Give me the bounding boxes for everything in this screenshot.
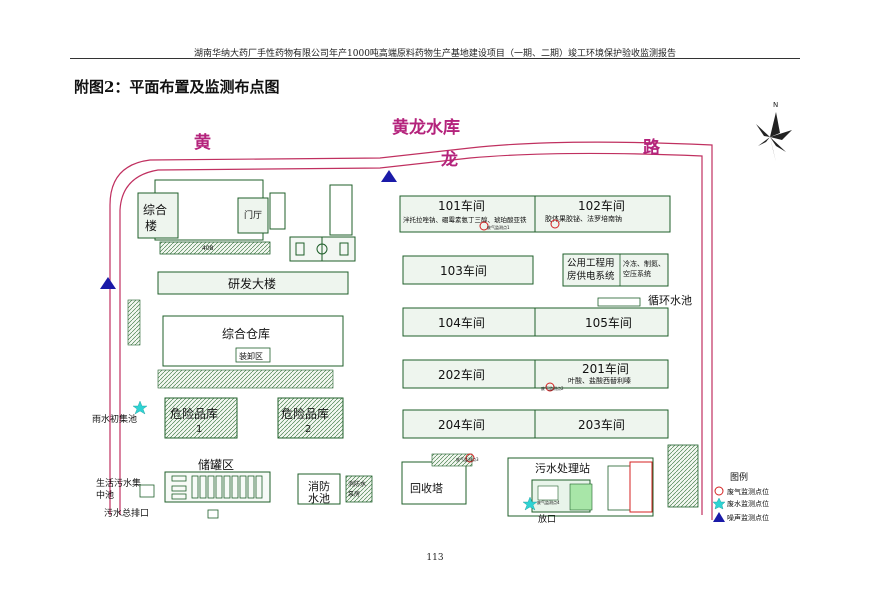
east-structure <box>667 444 699 508</box>
gas-point-201 <box>545 382 555 392</box>
fire-pool: 消防 水池 消防水 泵房 <box>297 473 373 505</box>
label-ws203: 203车间 <box>578 417 625 432</box>
legend-title: 图例 <box>730 471 748 483</box>
label-cangku: 综合仓库 <box>222 326 270 341</box>
workshop-row-104-105: 104车间 105车间 <box>402 307 669 337</box>
entry-structures <box>269 184 356 262</box>
legend-gas-icon <box>714 486 724 496</box>
label-wei-1: 危险品库 <box>170 406 218 421</box>
label-ws201-sub: 叶酸、盐酸西替利嗪 <box>568 376 631 385</box>
legend-water-icon <box>712 497 726 510</box>
site-boundary <box>109 141 713 520</box>
building-wei-1: 危险品库 1 <box>164 397 238 439</box>
workshop-103: 103车间 <box>402 255 534 285</box>
reservoir-label: 黄龙水库 <box>392 117 460 138</box>
label-wushui-paikou: 污水总排口 <box>104 507 149 519</box>
legend-water: 废水监测点位 <box>727 499 769 508</box>
figure-title: 附图2：平面布置及监测布点图 <box>74 78 280 96</box>
label-gongyong-1: 公用工程用 <box>567 258 615 269</box>
recovery-tower: 回收塔 <box>401 453 473 505</box>
header-text: 湖南华纳大药厂手性药物有限公司年产1000吨高端原料药物生产基地建设项目（一期、… <box>194 49 676 59</box>
building-gongyong: 公用工程用 房供电系统 冷冻、制氮、 空压系统 <box>562 253 669 287</box>
label-shenghuo-1: 生活污水集 <box>96 477 141 489</box>
page-header: 湖南华纳大药厂手性药物有限公司年产1000吨高端原料药物生产基地建设项目（一期、… <box>0 46 870 59</box>
label-ws102-sub: 胶体果胶铋、法罗培南钠 <box>545 214 622 223</box>
tank-area: 储罐区 <box>164 457 271 503</box>
label-shenghuo-2: 中池 <box>96 489 114 501</box>
tiny-gas-101: 废气监测点1 <box>487 224 510 230</box>
label-fangkou: 放口 <box>538 513 556 525</box>
label-xiaofang-beng-1: 消防水 <box>348 480 366 488</box>
label-ws201: 201车间 <box>582 361 629 376</box>
water-point-yushui <box>132 400 148 415</box>
workshop-row-101-102: 101车间 泮托拉唑钠、硼霉素氨丁三醇、琥珀酸亚铁 102车间 胶体果胶铋、法罗… <box>399 195 671 233</box>
wastewater-station: 污水处理站 放口 <box>507 457 654 525</box>
label-ws105: 105车间 <box>585 315 632 330</box>
legend: 图例 废气监测点位 废水监测点位 噪声监测点位 <box>712 471 769 522</box>
label-menting: 门厅 <box>244 209 262 221</box>
road-label-huang: 黄 <box>194 132 211 153</box>
building-wei-2: 危险品库 2 <box>277 397 344 439</box>
label-xiaofang-2: 水池 <box>308 492 330 505</box>
building-zonghe-lou: 综合 楼 门厅 408 <box>137 179 271 255</box>
label-wei-1-num: 1 <box>196 424 202 435</box>
strip-south-cangku <box>157 369 334 389</box>
north-arrow-icon: N <box>756 101 792 162</box>
workshop-row-202-201: 202车间 201车间 叶酸、盐酸西替利嗪 <box>402 359 669 389</box>
label-gongyong-sub-2: 空压系统 <box>623 269 651 278</box>
label-zonghe-lou-2: 楼 <box>145 218 157 233</box>
label-ws101-sub: 泮托拉唑钠、硼霉素氨丁三醇、琥珀酸亚铁 <box>403 215 527 224</box>
label-wushui-zhan: 污水处理站 <box>535 461 590 475</box>
gas-monitoring-points <box>465 219 560 463</box>
strip-west <box>127 299 141 346</box>
tiny-gas-station: 废气监测点4 <box>537 499 560 505</box>
header-divider <box>70 58 800 59</box>
label-huishou: 回收塔 <box>410 481 443 495</box>
label-xiaofang-1: 消防 <box>308 479 330 493</box>
noise-point-north <box>381 170 397 182</box>
noise-monitoring-points <box>100 170 397 289</box>
svg-text:N: N <box>773 101 778 109</box>
label-ws202: 202车间 <box>438 367 485 382</box>
label-yushui: 雨水初集池 <box>92 413 137 425</box>
label-ws101: 101车间 <box>438 198 485 213</box>
label-ws102: 102车间 <box>578 198 625 213</box>
legend-noise: 噪声监测点位 <box>727 513 769 522</box>
legend-gas: 废气监测点位 <box>727 487 769 496</box>
gas-point-102 <box>550 219 560 229</box>
circulating-pool: 循环水池 <box>597 294 692 307</box>
label-wei-2: 危险品库 <box>281 406 329 421</box>
label-xiaofang-beng-2: 泵房 <box>348 490 360 498</box>
building-yanfa: 研发大楼 <box>157 271 349 295</box>
gas-point-101 <box>479 221 489 231</box>
label-chuguan: 储罐区 <box>198 457 234 472</box>
gas-point-recovery <box>465 453 475 463</box>
noise-point-west <box>100 277 116 289</box>
tiny-gas-201: 废气监测点2 <box>541 385 564 391</box>
label-room-number: 408 <box>202 245 214 252</box>
water-monitoring-points <box>132 400 538 511</box>
water-point-station <box>522 496 538 511</box>
label-zonghe-lou-1: 综合 <box>143 202 167 217</box>
label-wei-2-num: 2 <box>305 424 311 435</box>
label-xunhuan: 循环水池 <box>648 294 692 307</box>
tiny-gas-recovery: 废气监测点3 <box>456 456 479 462</box>
label-yanfa: 研发大楼 <box>228 276 276 291</box>
road-label-long: 龙 <box>440 149 458 170</box>
label-gongyong-sub-1: 冷冻、制氮、 <box>623 259 665 268</box>
label-ws204: 204车间 <box>438 417 485 432</box>
label-gongyong-2: 房供电系统 <box>567 270 615 282</box>
label-ws103: 103车间 <box>440 263 487 278</box>
road-label-lu: 路 <box>643 137 661 158</box>
label-zhuangxie: 装卸区 <box>239 351 263 361</box>
building-cangku: 综合仓库 装卸区 <box>162 315 344 367</box>
workshop-row-204-203: 204车间 203车间 <box>402 409 669 439</box>
outfall-box <box>207 509 219 519</box>
shenghuo-tank <box>139 484 155 498</box>
legend-noise-icon <box>713 512 725 522</box>
page-number: 113 <box>426 553 444 563</box>
label-ws104: 104车间 <box>438 315 485 330</box>
